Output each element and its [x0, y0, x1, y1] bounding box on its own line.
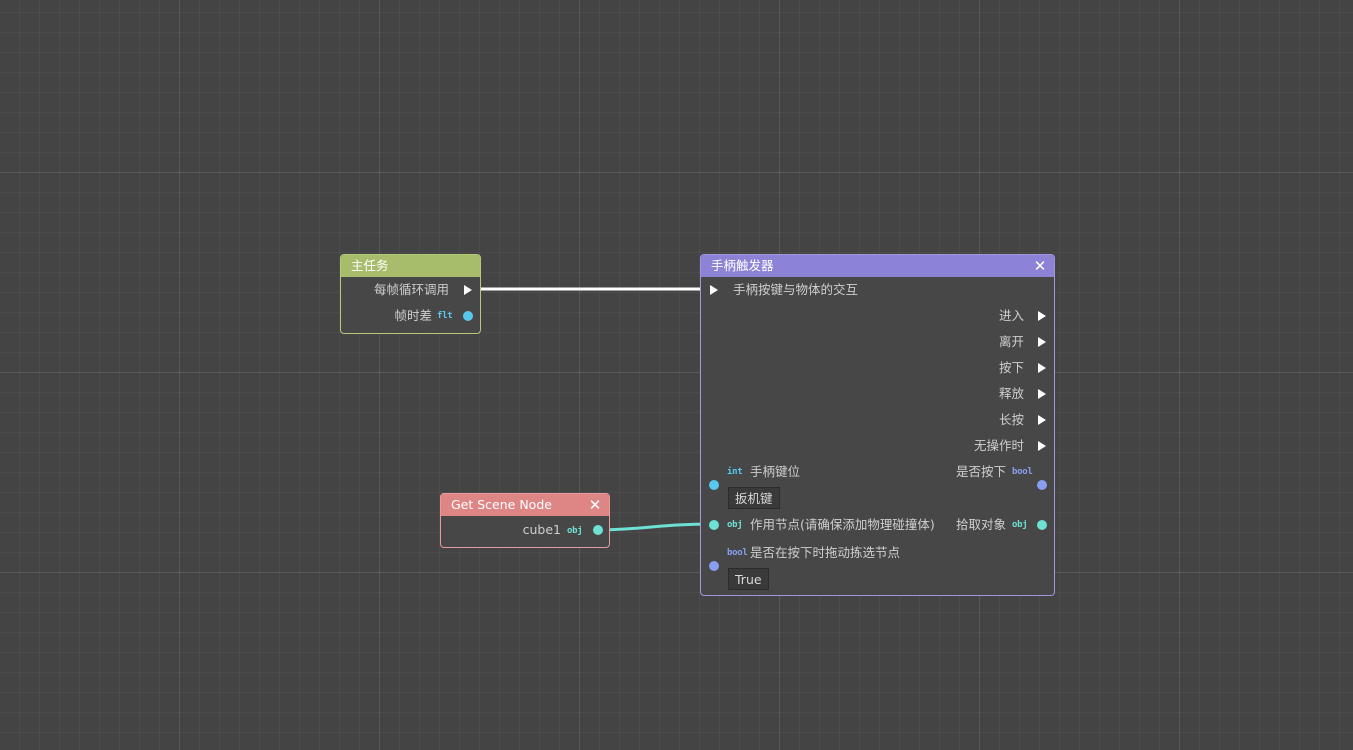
flt-type-icon: flt	[437, 311, 453, 321]
delta-output-pin[interactable]	[463, 311, 473, 321]
scene-output-label: cube1	[522, 522, 561, 537]
exec-input-pin[interactable]	[710, 285, 718, 295]
output-release-pin[interactable]	[1038, 389, 1046, 399]
key-input-label: 手柄键位	[750, 464, 801, 479]
pressed-output-pin[interactable]	[1037, 480, 1047, 490]
output-idle-label: 无操作时	[973, 438, 1024, 453]
pressed-output-label: 是否按下	[955, 464, 1006, 479]
drag-value-field[interactable]: True	[728, 568, 769, 590]
exec-output-label: 每帧循环调用	[373, 282, 449, 297]
exec-output-pin[interactable]	[464, 285, 472, 295]
bool-type-icon: bool	[727, 548, 748, 558]
main-task-header[interactable]: 主任务	[341, 255, 480, 277]
obj-type-icon: obj	[567, 526, 583, 536]
int-type-icon: int	[727, 467, 743, 477]
key-value-field[interactable]: 扳机键	[728, 487, 780, 509]
object-wire[interactable]	[596, 522, 715, 532]
trigger-node-header[interactable]: 手柄触发器 ✕	[701, 255, 1054, 277]
output-longpress-label: 长按	[998, 412, 1024, 427]
output-idle-pin[interactable]	[1038, 441, 1046, 451]
main-task-title: 主任务	[351, 258, 389, 273]
close-icon[interactable]: ✕	[588, 496, 602, 514]
close-icon[interactable]: ✕	[1033, 257, 1047, 275]
delta-output-label: 帧时差	[394, 308, 432, 323]
target-input-pin[interactable]	[709, 520, 719, 530]
scene-output-pin[interactable]	[593, 525, 603, 535]
get-scene-node[interactable]: Get Scene Node ✕ cube1 obj	[440, 493, 610, 548]
obj-type-icon: obj	[727, 520, 743, 530]
target-input-label: 作用节点(请确保添加物理碰撞体)	[750, 517, 935, 532]
scene-node-header[interactable]: Get Scene Node ✕	[441, 494, 609, 516]
scene-node-title: Get Scene Node	[451, 497, 552, 512]
controller-trigger-node[interactable]: 手柄触发器 ✕ 手柄按键与物体的交互 进入 离开 按下 释放 长按 无操作时 i…	[700, 254, 1055, 596]
trigger-node-title: 手柄触发器	[711, 258, 774, 273]
output-leave-label: 离开	[998, 334, 1024, 349]
output-press-label: 按下	[998, 360, 1024, 375]
exec-input-label: 手柄按键与物体的交互	[733, 282, 859, 297]
bool-type-icon: bool	[1012, 467, 1033, 477]
output-longpress-pin[interactable]	[1038, 415, 1046, 425]
key-input-pin[interactable]	[709, 480, 719, 490]
output-enter-label: 进入	[998, 308, 1024, 323]
output-press-pin[interactable]	[1038, 363, 1046, 373]
output-leave-pin[interactable]	[1038, 337, 1046, 347]
obj-type-icon: obj	[1012, 520, 1028, 530]
pick-output-label: 拾取对象	[955, 517, 1006, 532]
main-task-node[interactable]: 主任务 每帧循环调用 帧时差 flt	[340, 254, 481, 334]
output-enter-pin[interactable]	[1038, 311, 1046, 321]
output-release-label: 释放	[998, 386, 1024, 401]
drag-input-pin[interactable]	[709, 561, 719, 571]
drag-input-label: 是否在按下时拖动拣选节点	[750, 545, 901, 560]
pick-output-pin[interactable]	[1037, 520, 1047, 530]
